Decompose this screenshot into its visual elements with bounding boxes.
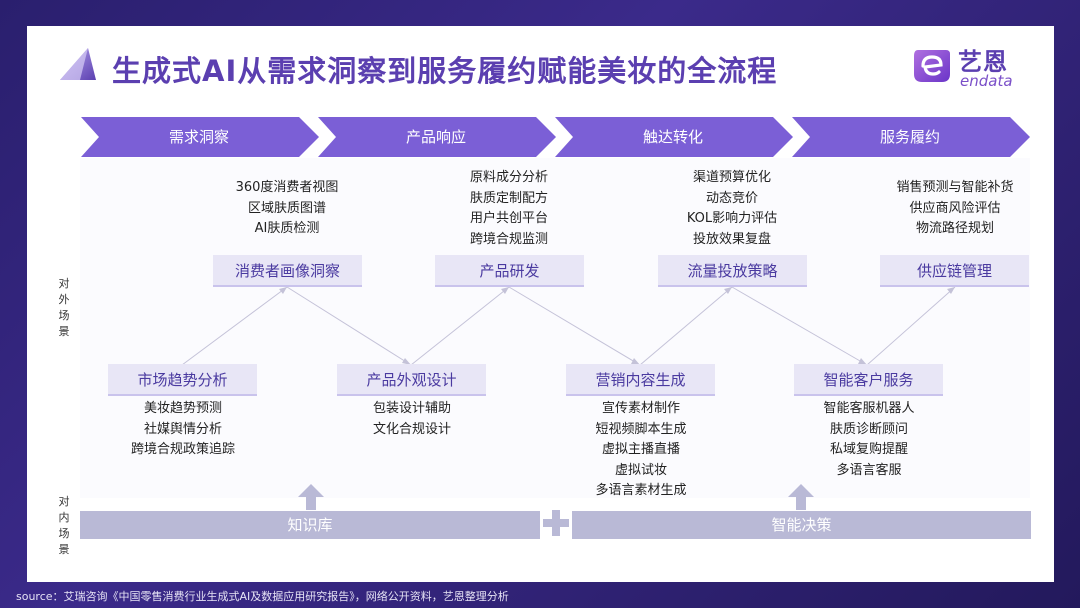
top-list-1: 360度消费者视图 区域肤质图谱 AI肤质检测 bbox=[212, 178, 362, 240]
plus-icon bbox=[543, 510, 569, 536]
list-item: KOL影响力评估 bbox=[686, 211, 778, 226]
list-item: 多语言客服 bbox=[836, 462, 902, 478]
stage-chevron-2 bbox=[318, 117, 556, 157]
node-marketing-content: 营销内容生成 bbox=[566, 364, 715, 396]
source-note: source：艾瑞咨询《中国零售消费行业生成式AI及数据应用研究报告》，网络公开… bbox=[16, 590, 509, 603]
brand-logo: 艺恩 endata bbox=[910, 42, 1030, 94]
list-item: 智能客服机器人 bbox=[823, 401, 915, 416]
list-item: 供应商风险评估 bbox=[909, 200, 1001, 216]
node-consumer-insight: 消费者画像洞察 bbox=[213, 255, 362, 287]
list-item: 渠道预算优化 bbox=[692, 170, 771, 185]
up-arrow-icon bbox=[298, 484, 324, 510]
smart-decision-bar: 智能决策 bbox=[572, 511, 1031, 539]
list-item: 360度消费者视图 bbox=[235, 180, 339, 195]
knowledge-base-bar: 知识库 bbox=[80, 511, 540, 539]
top-list-4: 销售预测与智能补货 供应商风险评估 物流路径规划 bbox=[870, 178, 1040, 240]
diagram-panel bbox=[80, 158, 1030, 498]
list-item: 短视频脚本生成 bbox=[595, 421, 687, 437]
list-item: 用户共创平台 bbox=[469, 211, 548, 226]
node-customer-service: 智能客户服务 bbox=[794, 364, 943, 396]
list-item: 私域复购提醒 bbox=[829, 442, 908, 457]
top-list-3: 渠道预算优化 动态竞价 KOL影响力评估 投放效果复盘 bbox=[657, 168, 807, 250]
node-market-trend: 市场趋势分析 bbox=[108, 364, 257, 396]
bottom-list-3: 宣传素材制作 短视频脚本生成 虚拟主播直播 虚拟试妆 多语言素材生成 bbox=[566, 399, 716, 502]
list-item: 销售预测与智能补货 bbox=[896, 180, 1014, 195]
list-item: 跨境合规政策追踪 bbox=[130, 442, 235, 457]
list-item: 虚拟试妆 bbox=[614, 462, 667, 478]
list-item: AI肤质检测 bbox=[254, 221, 320, 236]
node-traffic-strategy: 流量投放策略 bbox=[658, 255, 807, 287]
list-item: 肤质诊断顾问 bbox=[829, 421, 908, 437]
stage-label-4: 服务履约 bbox=[879, 128, 940, 146]
node-product-rd: 产品研发 bbox=[435, 255, 584, 287]
list-item: 包装设计辅助 bbox=[372, 401, 451, 416]
list-item: 投放效果复盘 bbox=[692, 231, 771, 247]
side-label-external: 对外场景 bbox=[58, 277, 70, 338]
list-item: 社媒舆情分析 bbox=[143, 421, 222, 437]
endata-logo-icon bbox=[914, 50, 950, 82]
node-appearance-design: 产品外观设计 bbox=[337, 364, 486, 396]
stage-chevron-1 bbox=[81, 117, 319, 157]
brand-name: 艺恩 bbox=[958, 48, 1008, 76]
list-item: 跨境合规监测 bbox=[469, 231, 548, 247]
side-label-internal: 对内场景 bbox=[58, 495, 70, 556]
page-title: 生成式AI从需求洞察到服务履约赋能美妆的全流程 bbox=[112, 54, 778, 88]
stage-label-1: 需求洞察 bbox=[168, 128, 229, 146]
list-item: 多语言素材生成 bbox=[595, 483, 687, 498]
title-triangle-icon bbox=[60, 48, 96, 80]
stage-chevron-4 bbox=[792, 117, 1030, 157]
list-item: 虚拟主播直播 bbox=[601, 442, 680, 457]
stage-label-2: 产品响应 bbox=[405, 128, 466, 146]
list-item: 动态竞价 bbox=[705, 190, 758, 206]
list-item: 文化合规设计 bbox=[372, 421, 451, 437]
stage-chevron-3 bbox=[555, 117, 793, 157]
bottom-list-2: 包装设计辅助 文化合规设计 bbox=[337, 399, 487, 440]
bottom-list-1: 美妆趋势预测 社媒舆情分析 跨境合规政策追踪 bbox=[108, 399, 258, 461]
node-supply-chain: 供应链管理 bbox=[880, 255, 1029, 287]
bottom-list-4: 智能客服机器人 肤质诊断顾问 私域复购提醒 多语言客服 bbox=[794, 399, 944, 481]
list-item: 区域肤质图谱 bbox=[247, 200, 326, 216]
list-item: 美妆趋势预测 bbox=[143, 401, 222, 416]
list-item: 宣传素材制作 bbox=[601, 401, 680, 416]
list-item: 肤质定制配方 bbox=[469, 190, 548, 206]
stage-label-3: 触达转化 bbox=[642, 128, 703, 146]
up-arrow-icon bbox=[788, 484, 814, 510]
top-list-2: 原料成分分析 肤质定制配方 用户共创平台 跨境合规监测 bbox=[434, 168, 584, 250]
brand-sub: endata bbox=[960, 72, 1013, 90]
list-item: 物流路径规划 bbox=[915, 221, 994, 236]
list-item: 原料成分分析 bbox=[469, 170, 548, 185]
